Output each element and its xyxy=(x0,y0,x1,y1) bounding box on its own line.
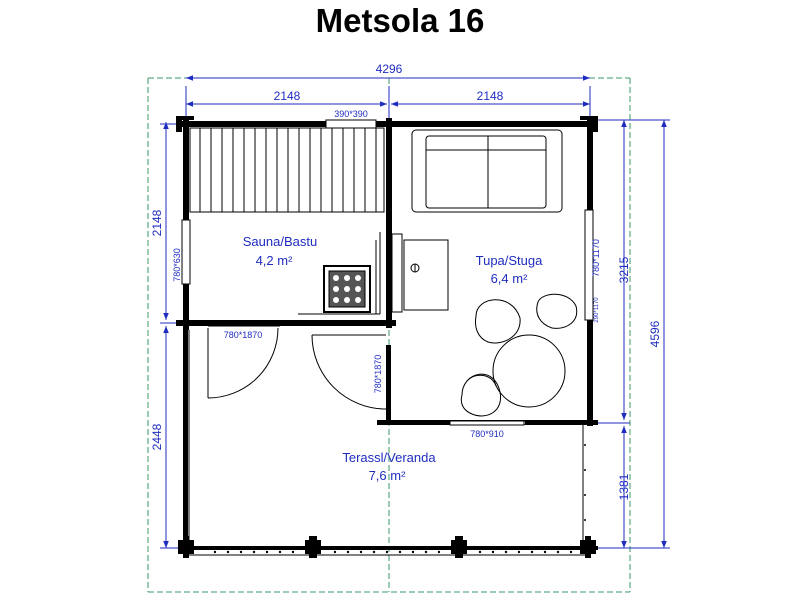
room-living-area: 6,4 m² xyxy=(491,271,529,286)
label-sauna-side-window: 780*630 xyxy=(172,248,182,282)
sauna-stove xyxy=(298,232,381,315)
label-living-small-window: 290*1170 xyxy=(594,297,600,323)
sauna-benches xyxy=(189,127,385,213)
dim-left-upper-height: 2148 xyxy=(150,209,164,236)
label-sauna-door: 780*1870 xyxy=(224,330,263,340)
label-living-side-window: 780*1170 xyxy=(591,239,601,277)
label-sauna-top-window: 390*390 xyxy=(334,109,368,119)
dim-overall-height: 4596 xyxy=(648,320,662,347)
dim-left-lower-height: 2448 xyxy=(150,423,164,450)
dim-right-width: 2148 xyxy=(477,89,504,103)
room-sauna-name: Sauna/Bastu xyxy=(243,234,317,249)
room-living-name: Tupa/Stuga xyxy=(476,253,544,268)
dining-set xyxy=(460,293,578,417)
room-terrace-name: Terassl/Veranda xyxy=(342,450,436,465)
room-sauna-area: 4,2 m² xyxy=(256,253,294,268)
dim-right-lower-height: 1381 xyxy=(617,473,631,500)
doors xyxy=(207,325,525,426)
label-terrace-opening: 780*910 xyxy=(470,429,504,439)
room-terrace-area: 7,6 m² xyxy=(369,468,407,483)
dim-right-upper-height: 3215 xyxy=(617,256,631,283)
sofa xyxy=(411,129,563,213)
dim-left-width: 2148 xyxy=(274,89,301,103)
railing-dots xyxy=(185,349,586,554)
dim-overall-width: 4296 xyxy=(376,62,403,76)
fireplace xyxy=(391,233,449,313)
windows xyxy=(181,119,594,321)
label-living-door: 780*1870 xyxy=(373,355,383,394)
terrace-railing xyxy=(188,330,588,556)
plan-title: Metsola 16 xyxy=(315,2,485,39)
